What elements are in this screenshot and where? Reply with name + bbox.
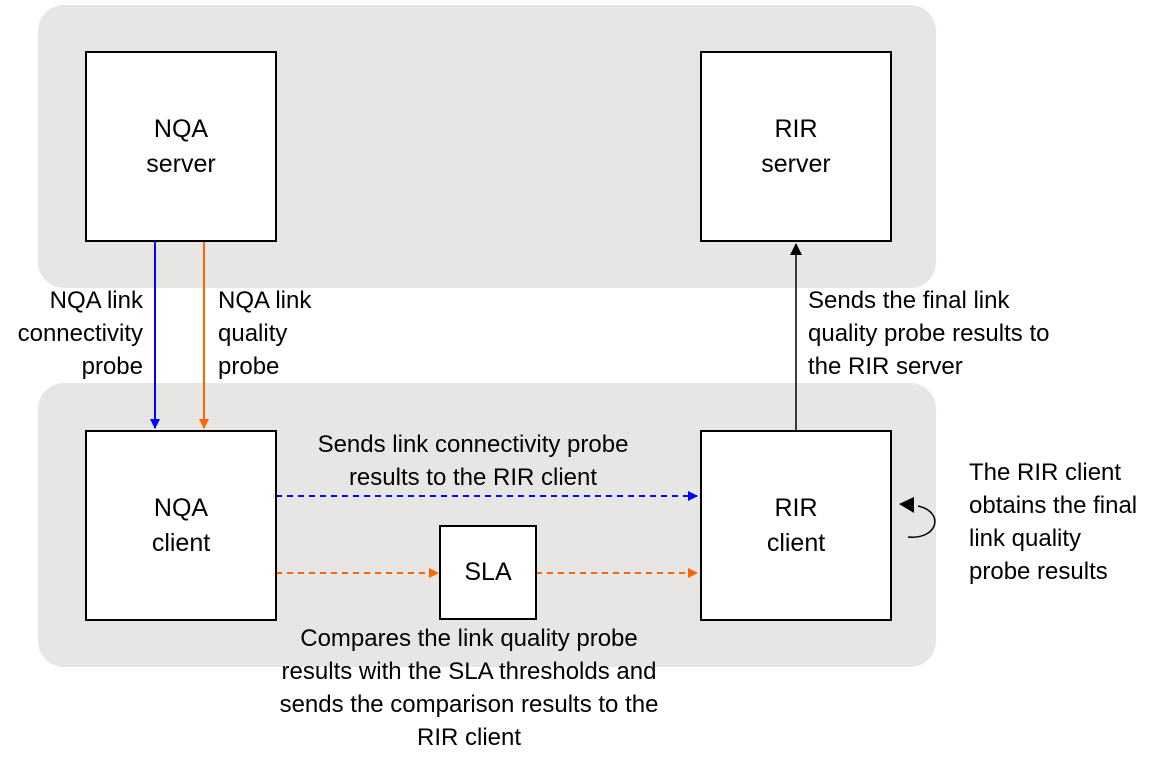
rir-server-line2: server: [761, 149, 831, 178]
rir-server-box: RIR server: [700, 51, 892, 242]
self-loop-arrow: [907, 505, 936, 538]
quality-probe-label: NQA link quality probe: [218, 287, 312, 380]
nqa-client-line2: client: [151, 528, 211, 557]
connectivity-results-label: Sends link connectivity probe results to…: [317, 431, 629, 491]
compare-sla-label: Compares the link quality probe results …: [279, 625, 659, 751]
rir-client-obtains-label: The RIR client obtains the final link qu…: [969, 459, 1138, 585]
rir-client-line2: client: [766, 528, 826, 557]
rir-server-line1: RIR: [774, 114, 818, 143]
nqa-server-line1: NQA: [153, 114, 209, 143]
rir-client-box: RIR client: [700, 430, 892, 621]
nqa-client-box: NQA client: [85, 430, 277, 621]
sla-label: SLA: [464, 558, 512, 586]
nqa-client-line1: NQA: [153, 493, 209, 522]
connectivity-probe-label: NQA link connectivity probe: [17, 287, 143, 380]
nqa-server-line2: server: [146, 149, 216, 178]
rir-client-line1: RIR: [774, 493, 818, 522]
nqa-server-box: NQA server: [85, 51, 277, 242]
sla-box: SLA: [439, 525, 537, 620]
final-results-label: Sends the final link quality probe resul…: [808, 287, 1050, 380]
